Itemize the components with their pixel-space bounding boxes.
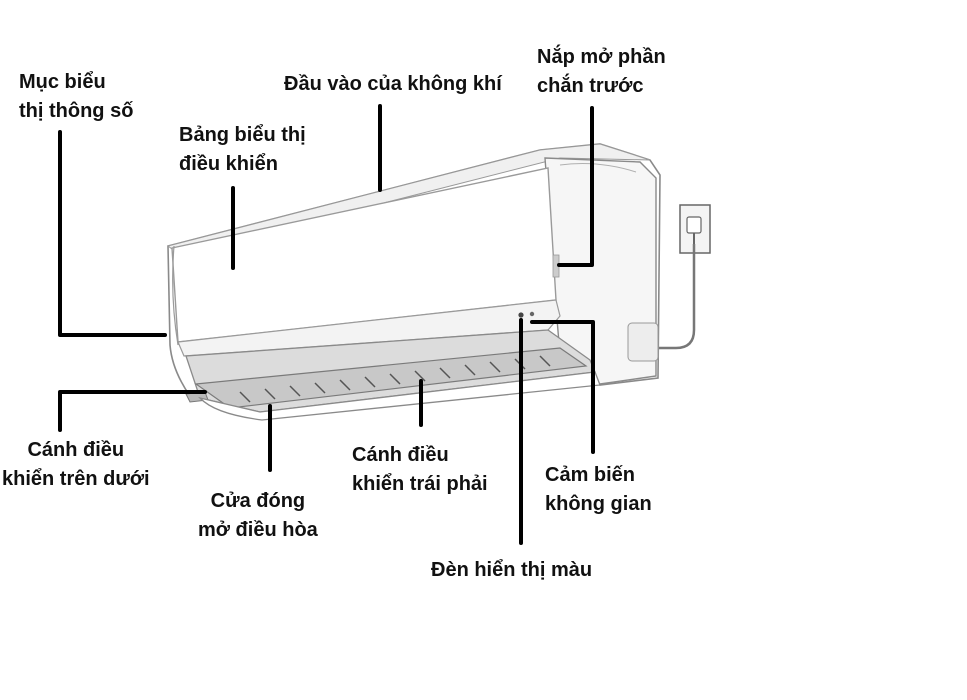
line-front-cover: [557, 106, 594, 267]
label-front-cover-open: Nắp mở phần chắn trước: [537, 46, 666, 97]
line-vertical-flap: [58, 390, 207, 432]
label-vertical-flap: Cánh điều khiển trên dưới: [2, 439, 150, 490]
label-horizontal-flap: Cánh điều khiển trái phải: [352, 444, 488, 495]
label-outlet-door: Cửa đóng mở điều hòa: [198, 490, 318, 541]
label-color-indicator: Đèn hiển thị màu: [431, 559, 593, 581]
label-room-sensor: Cảm biến không gian: [545, 464, 652, 515]
leader-lines: [58, 104, 595, 545]
power-cable: [657, 244, 696, 350]
line-parameter-display: [58, 130, 167, 337]
indoor-unit-body: [166, 143, 661, 421]
label-air-inlet: Đầu vào của không khí: [284, 73, 502, 95]
label-control-panel: Bảng biểu thị điều khiển: [179, 124, 306, 175]
label-parameter-display: Mục biểu thị thông số: [19, 71, 134, 122]
line-room-sensor: [530, 320, 595, 454]
